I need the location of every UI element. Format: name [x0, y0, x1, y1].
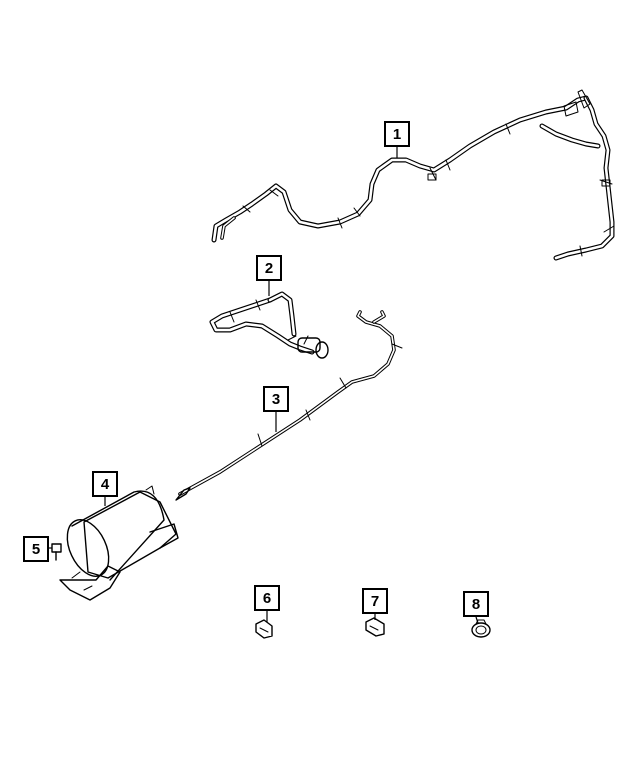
part-3-rigid-line [175, 310, 403, 501]
part-4-canister [59, 485, 179, 601]
part-5-bolt [51, 543, 62, 561]
callout-2[interactable]: 2 [256, 255, 282, 281]
callout-8[interactable]: 8 [463, 591, 489, 617]
callout-3[interactable]: 3 [263, 386, 289, 412]
callout-5[interactable]: 5 [23, 536, 49, 562]
callout-6[interactable]: 6 [254, 585, 280, 611]
callout-4[interactable]: 4 [92, 471, 118, 497]
part-2-looped-tube [209, 291, 329, 359]
callout-7[interactable]: 7 [362, 588, 388, 614]
part-6-clip [255, 619, 273, 639]
part-1-tube-assembly [211, 89, 615, 261]
part-7-clip [365, 617, 385, 637]
leader-8 [475, 616, 479, 624]
part-8-clamp [471, 619, 491, 638]
callout-1[interactable]: 1 [384, 121, 410, 147]
